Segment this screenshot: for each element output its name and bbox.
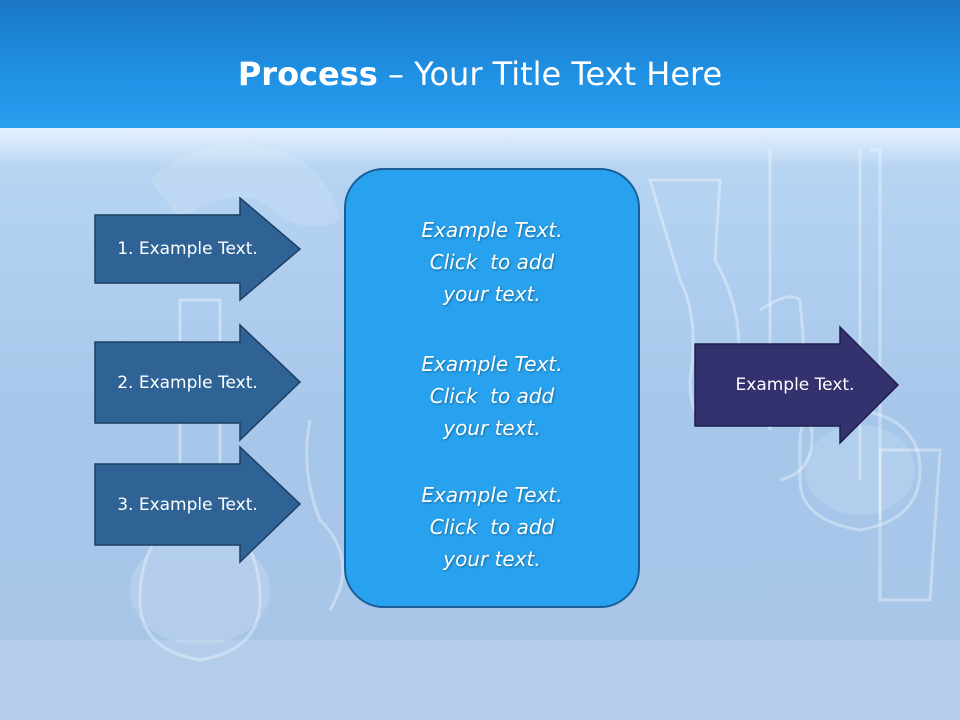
title-bar: [0, 0, 960, 128]
right-arrow-shape: [94, 445, 302, 564]
right-arrow-shape: [94, 323, 302, 442]
right-arrow-shape: [94, 196, 302, 302]
title-rest-part: – Your Title Text Here: [377, 55, 723, 93]
center-text-block-2[interactable]: Example Text. Click to add your text.: [421, 352, 563, 440]
step-arrow-1[interactable]: 1. Example Text.: [94, 196, 302, 302]
center-text-block-1[interactable]: Example Text. Click to add your text.: [421, 218, 563, 306]
title-bold-part: Process: [237, 55, 378, 93]
output-arrow-label: Example Text.: [735, 375, 855, 395]
step-arrow-label: 3. Example Text.: [117, 494, 258, 515]
right-arrow-shape: [694, 325, 900, 445]
output-arrow[interactable]: Example Text.: [694, 325, 900, 445]
step-arrow-label: 1. Example Text.: [117, 239, 258, 259]
step-arrow-2[interactable]: 2. Example Text.: [94, 323, 302, 442]
slide-title[interactable]: Process – Your Title Text Here: [0, 52, 960, 96]
title-bar-glow: [0, 128, 960, 168]
step-arrow-3[interactable]: 3. Example Text.: [94, 445, 302, 564]
center-text-block-3[interactable]: Example Text. Click to add your text.: [421, 483, 563, 571]
center-process-box[interactable]: Example Text. Click to add your text. Ex…: [344, 168, 640, 608]
step-arrow-label: 2. Example Text.: [117, 372, 258, 393]
